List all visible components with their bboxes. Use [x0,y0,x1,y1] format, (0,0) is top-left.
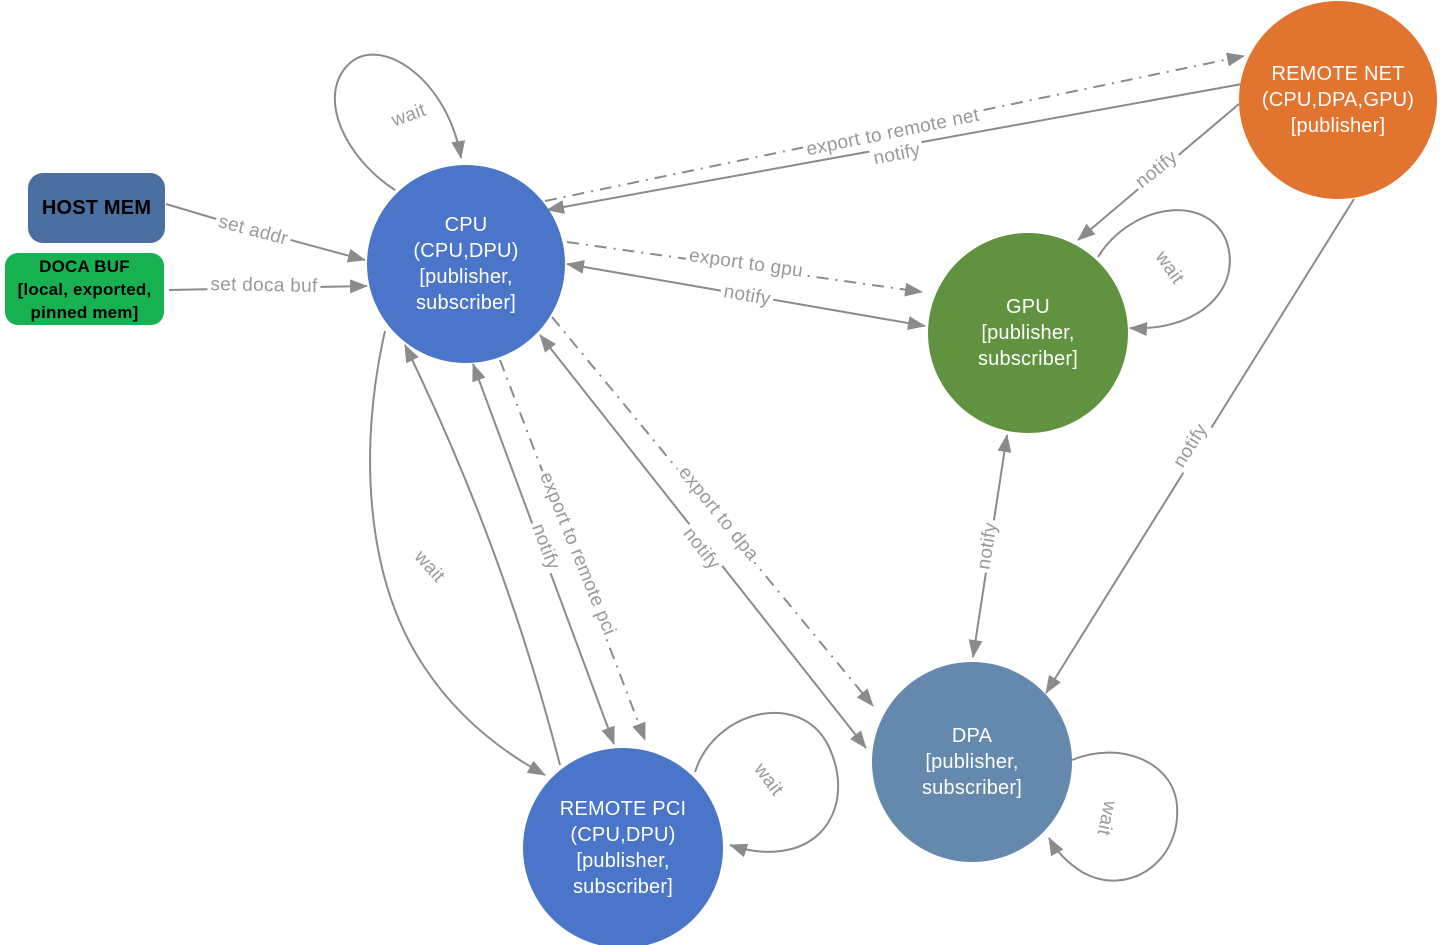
node-cpu: CPU (CPU,DPU) [publisher, subscriber] [367,165,565,363]
edge-cpu-wait-loop [333,53,466,191]
node-doca-buf: DOCA BUF [local, exported, pinned mem] [5,253,164,325]
edge-wait-remote-pci-to-cpu [404,344,561,766]
node-remote-pci-label: REMOTE PCI (CPU,DPU) [publisher, subscri… [559,798,687,898]
node-gpu-label: GPU [publisher, subscriber] [977,296,1078,370]
edge-gpu-wait-loop [1097,209,1231,337]
node-remote-net-label: REMOTE NET (CPU,DPA,GPU) [publisher] [1261,63,1415,137]
node-gpu: GPU [publisher, subscriber] [928,233,1128,433]
edge-label-set-doca-buf: set doca buf [207,274,321,298]
node-dpa: DPA [publisher, subscriber] [872,662,1072,862]
node-remote-pci: REMOTE PCI (CPU,DPU) [publisher, subscri… [523,748,723,945]
edge-wait-cpu-to-remote-pci [369,330,546,776]
edge-dpa-wait-loop [1048,751,1179,882]
node-remote-net: REMOTE NET (CPU,DPA,GPU) [publisher] [1239,1,1437,199]
node-dpa-label: DPA [publisher, subscriber] [921,725,1022,799]
node-doca-buf-label: DOCA BUF [local, exported, pinned mem] [17,256,152,322]
node-host-mem: HOST MEM [28,173,165,243]
node-cpu-label: CPU (CPU,DPU) [publisher, subscriber] [413,214,519,314]
edge-remote-pci-wait-loop [694,711,840,858]
node-host-mem-label: HOST MEM [41,197,152,219]
